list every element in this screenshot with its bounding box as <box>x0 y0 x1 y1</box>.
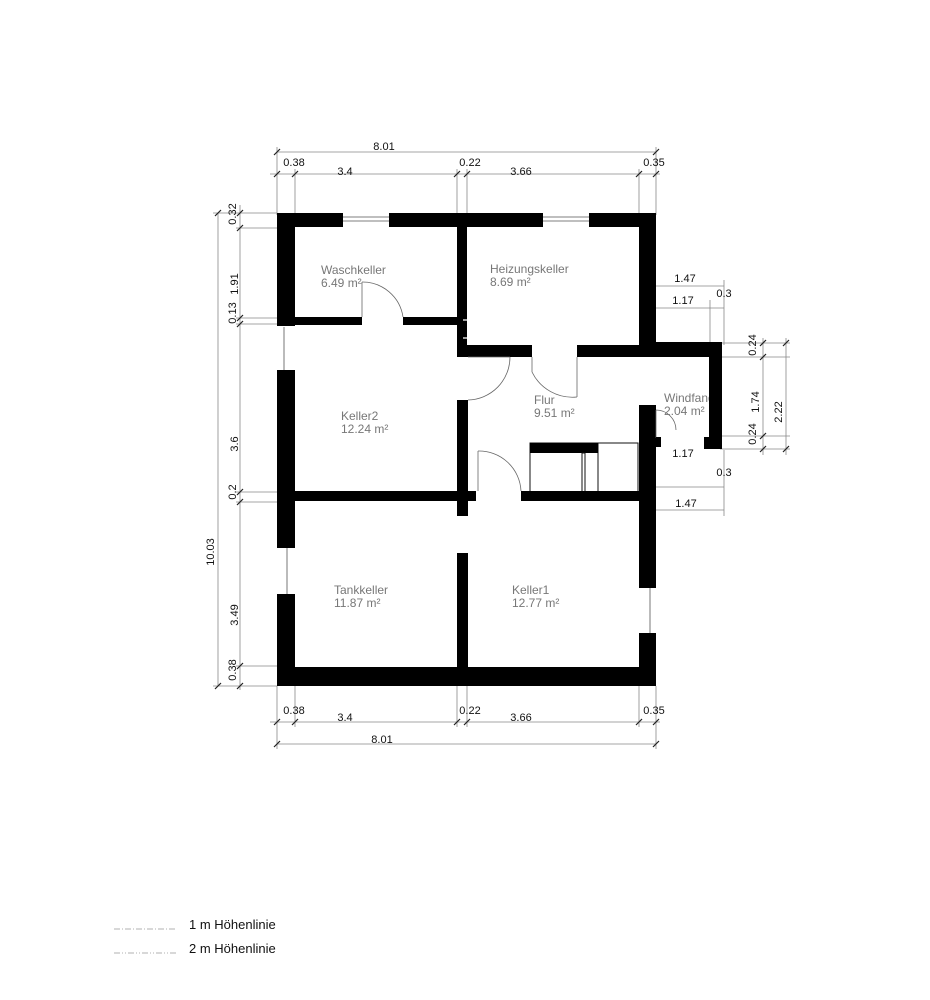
room-area-tankkeller: 11.87 m² <box>334 596 380 610</box>
room-name-keller1: Keller1 <box>512 583 550 597</box>
dimension-labels: 8.01 0.38 3.4 0.22 3.66 0.35 0.38 3.4 0.… <box>205 141 785 746</box>
dim-top-part: 0.35 <box>643 157 664 169</box>
chimney <box>463 319 485 339</box>
dim-annex-lower-inner: 1.17 <box>672 448 693 460</box>
room-name-heizungskeller: Heizungskeller <box>490 262 569 276</box>
door-swings <box>361 281 677 492</box>
walls <box>277 213 722 686</box>
dim-annex-upper-outer: 1.47 <box>674 273 695 285</box>
dimension-lines <box>213 147 790 749</box>
room-name-tankkeller: Tankkeller <box>334 583 388 597</box>
dim-left-part: 0.13 <box>227 302 239 323</box>
dim-left-part: 0.38 <box>227 659 239 680</box>
legend-label-1m: 1 m Höhenlinie <box>189 917 276 932</box>
room-labels: Waschkeller 6.49 m² Heizungskeller 8.69 … <box>321 262 715 610</box>
room-area-keller2: 12.24 m² <box>341 422 388 436</box>
room-name-waschkeller: Waschkeller <box>321 263 386 277</box>
legend: 1 m Höhenlinie 2 m Höhenlinie <box>114 917 276 956</box>
dim-bottom-part: 0.22 <box>459 705 480 717</box>
room-name-windfang: Windfang <box>664 391 715 405</box>
dim-annex-lower-outer: 1.47 <box>675 498 696 510</box>
room-area-keller1: 12.77 m² <box>512 596 559 610</box>
dim-left-part: 1.91 <box>229 273 241 294</box>
dim-left-part: 3.49 <box>229 604 241 625</box>
dim-bottom-part: 3.66 <box>510 712 531 724</box>
dim-left-part: 0.2 <box>227 484 239 499</box>
dim-annex-lower-wall: 0.3 <box>716 467 731 479</box>
dim-left-part: 3.6 <box>229 436 241 451</box>
room-area-heizungskeller: 8.69 m² <box>490 275 531 289</box>
window-lines <box>283 216 651 633</box>
stair-rail <box>581 452 586 494</box>
dim-left-part: 0.32 <box>227 203 239 224</box>
dim-top-part: 0.38 <box>283 157 304 169</box>
room-area-windfang: 2.04 m² <box>664 404 705 418</box>
dim-bottom-part: 0.35 <box>643 705 664 717</box>
dim-annex-right-mid: 1.74 <box>750 391 762 412</box>
windfang-door-stop <box>656 437 661 447</box>
dim-top-total: 8.01 <box>373 141 394 153</box>
stair-landing <box>530 443 598 453</box>
room-area-flur: 9.51 m² <box>534 406 575 420</box>
dim-bottom-part: 0.38 <box>283 705 304 717</box>
dim-top-part: 0.22 <box>459 157 480 169</box>
dim-top-part: 3.4 <box>337 166 352 178</box>
dim-annex-upper-inner: 1.17 <box>672 295 693 307</box>
dim-bottom-total: 8.01 <box>371 734 392 746</box>
dim-annex-right-top: 0.24 <box>747 334 759 355</box>
room-area-waschkeller: 6.49 m² <box>321 276 362 290</box>
dimension-ticks <box>214 148 790 748</box>
room-name-flur: Flur <box>534 393 555 407</box>
dim-bottom-part: 3.4 <box>337 712 352 724</box>
dim-annex-upper-wall: 0.3 <box>716 288 731 300</box>
dim-left-total: 10.03 <box>205 538 217 566</box>
dim-annex-right-total: 2.22 <box>773 401 785 422</box>
windfang-wall-cover <box>709 388 722 418</box>
dim-annex-right-bottom: 0.24 <box>747 423 759 444</box>
room-name-keller2: Keller2 <box>341 409 379 423</box>
legend-label-2m: 2 m Höhenlinie <box>189 941 276 956</box>
dim-top-part: 3.66 <box>510 166 531 178</box>
